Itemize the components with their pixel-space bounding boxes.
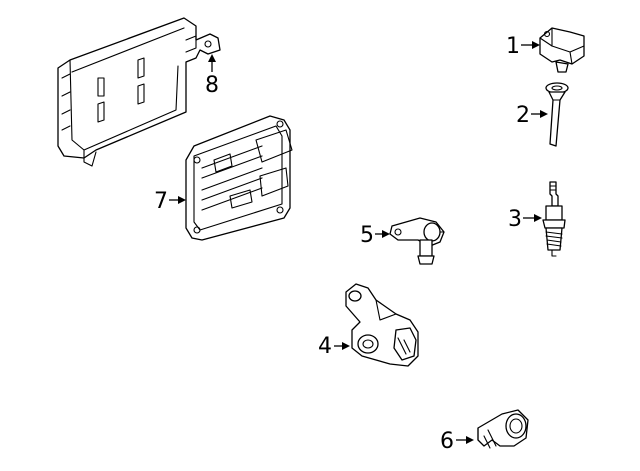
spark-plug-drawing	[542, 181, 566, 257]
coil-boot-drawing	[545, 82, 569, 147]
callout-label-7: 7	[154, 189, 168, 214]
camshaft-sensor-drawing	[389, 217, 445, 265]
callout-label-3: 3	[508, 207, 522, 232]
ecm-bracket-drawing	[57, 17, 221, 167]
crankshaft-sensor-drawing	[345, 283, 419, 367]
callout-8: 8	[205, 54, 219, 98]
callout-label-1: 1	[506, 34, 520, 59]
callout-7: 7	[154, 189, 186, 214]
callout-label-4: 4	[318, 334, 332, 359]
ecm-drawing	[185, 115, 293, 241]
callout-1: 1	[506, 34, 540, 59]
knock-sensor-drawing	[477, 409, 529, 449]
callout-label-8: 8	[205, 73, 219, 98]
callout-5: 5	[360, 223, 390, 248]
callout-2: 2	[516, 103, 548, 128]
callout-label-6: 6	[440, 429, 454, 454]
callout-3: 3	[508, 207, 542, 232]
callout-4: 4	[318, 334, 350, 359]
ignition-coil-drawing	[539, 27, 585, 73]
callout-label-2: 2	[516, 103, 530, 128]
callout-label-5: 5	[360, 223, 374, 248]
callout-6: 6	[440, 429, 474, 454]
